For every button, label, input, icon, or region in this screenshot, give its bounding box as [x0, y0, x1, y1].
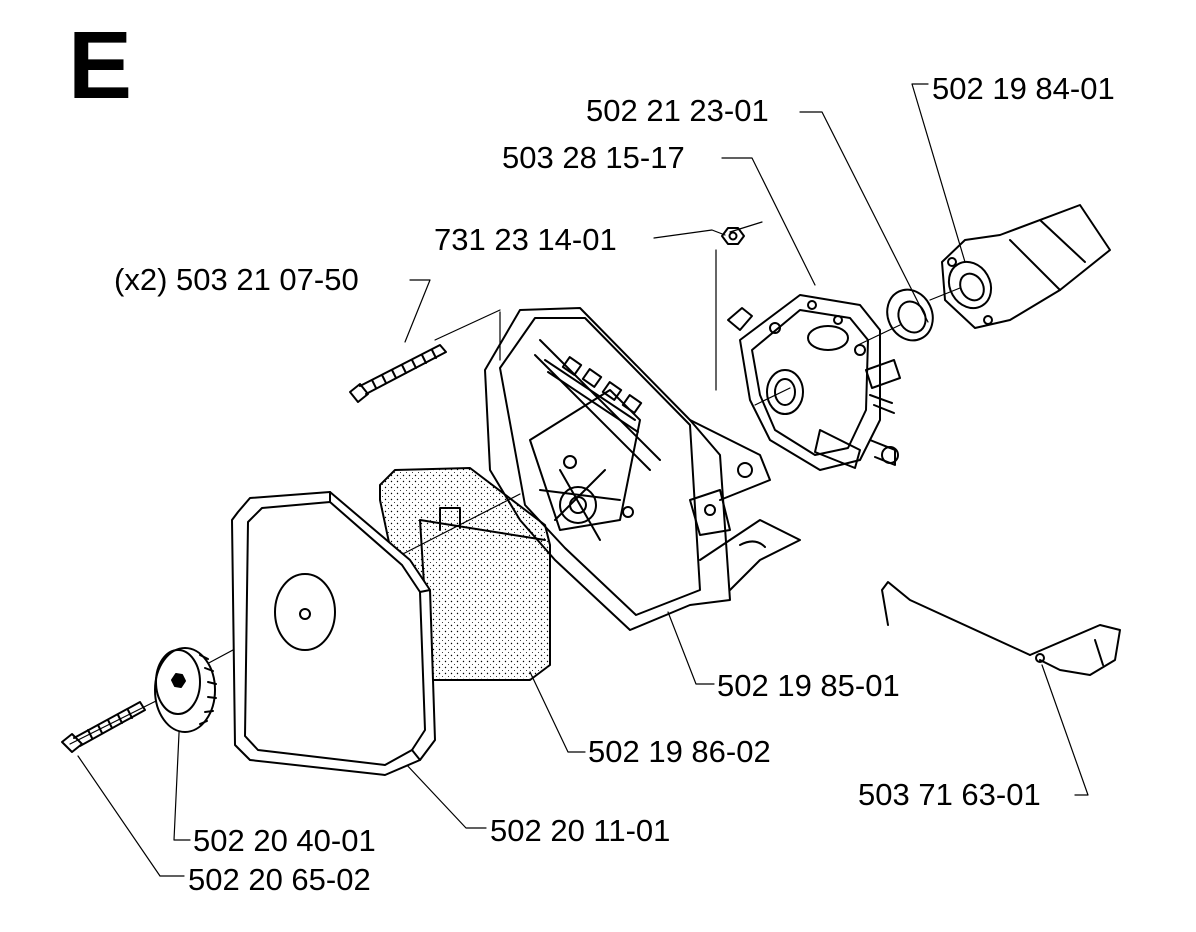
nut-icon [721, 227, 745, 245]
part-label-knob: 502 20 40-01 [193, 823, 376, 858]
cover-screw-icon [61, 701, 146, 753]
leader-filter-cover [403, 761, 487, 829]
leader-screws [404, 279, 431, 343]
part-label-intake-manifold: 502 19 84-01 [932, 71, 1115, 106]
knob-icon [154, 647, 217, 733]
leader-lines [69, 83, 1089, 877]
filter-cover-icon [231, 491, 436, 776]
leader-carburetor-gasket [799, 111, 929, 323]
screw-long-icon [349, 344, 447, 403]
part-label-filter-housing: 502 19 85-01 [717, 668, 900, 703]
leader-nut [653, 229, 726, 239]
carburetor-icon [727, 294, 901, 471]
leader-foam-filter [529, 671, 586, 753]
leader-choke-rod [1041, 664, 1089, 796]
section-letter: E [68, 12, 133, 119]
part-label-carburetor: 503 28 15-17 [502, 140, 685, 175]
part-label-nut: 731 23 14-01 [434, 222, 617, 257]
axis-carb [754, 387, 791, 406]
axis-nut [729, 221, 763, 233]
part-label-filter-cover: 502 20 11-01 [490, 813, 671, 848]
gasket-ring-icon [886, 288, 934, 342]
leader-intake-manifold [911, 83, 966, 263]
part-label-cover-screw: 502 20 65-02 [188, 862, 371, 897]
part-label-carburetor-gasket: 502 21 23-01 [586, 93, 769, 128]
choke-rod-icon [881, 581, 1121, 676]
intake-manifold-icon [941, 204, 1111, 329]
part-label-choke-rod: 503 71 63-01 [858, 777, 1041, 812]
leader-cover-screw [77, 755, 185, 877]
leader-filter-housing [667, 611, 715, 685]
part-label-screws: (x2) 503 21 07-50 [114, 262, 359, 297]
leader-knob [173, 711, 191, 841]
axis-screws [434, 309, 501, 341]
axis-cover-screw [69, 699, 159, 745]
leader-carburetor [721, 157, 816, 286]
part-label-foam-filter: 502 19 86-02 [588, 734, 771, 769]
